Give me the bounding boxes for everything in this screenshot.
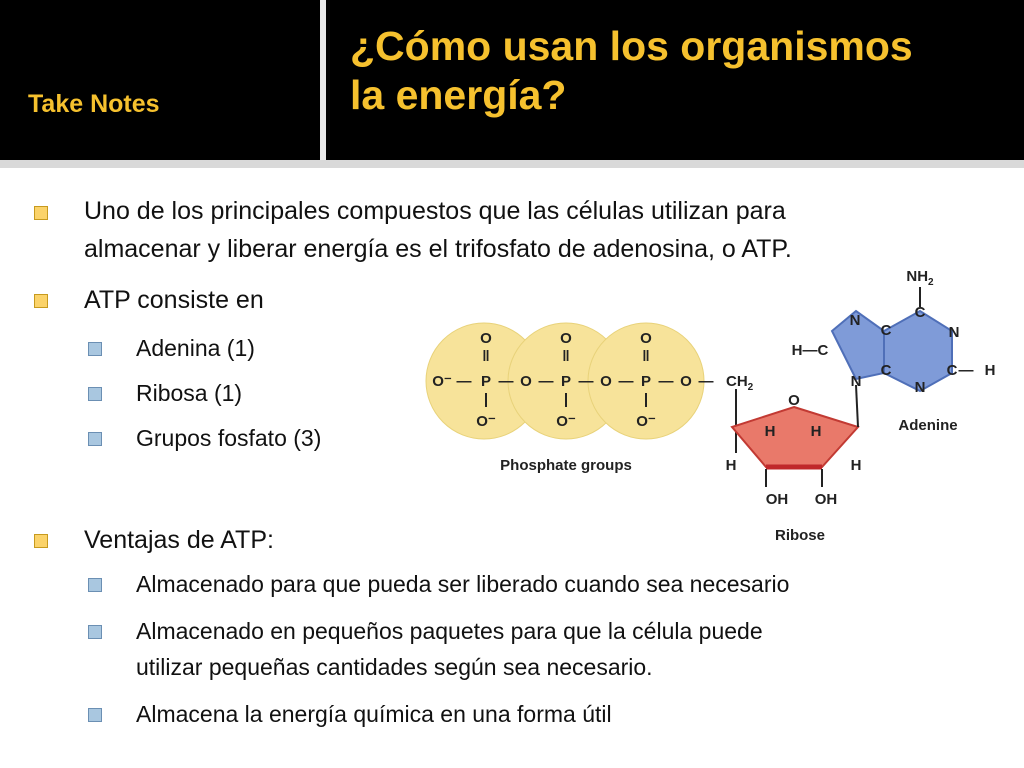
atom-o: O (560, 330, 572, 347)
atom-o: O (640, 330, 652, 347)
bullet-2-item-2: Ribosa (1) (136, 380, 243, 406)
atom-n: N (915, 379, 926, 396)
bond: — (619, 373, 634, 390)
ribose-label: Ribose (775, 527, 825, 544)
sub-bullet-box-icon (88, 625, 102, 639)
phosphate-circle-3 (587, 322, 705, 440)
atp-diagram: O ‖ O⁻ — P — O — O⁻ O ‖ P — O — O⁻ O ‖ P… (425, 268, 996, 544)
atom-c: C (915, 304, 926, 321)
atom-o-minus: O⁻ (476, 413, 496, 430)
adenine-label: Adenine (898, 417, 957, 434)
sub-bullet-box-icon (88, 432, 102, 446)
header-rule (0, 160, 1024, 168)
bond: — (499, 373, 514, 390)
atom-oh: OH (815, 491, 838, 508)
slide-title: ¿Cómo usan los organismos la energía? (350, 22, 1010, 120)
atom-h: H (851, 457, 862, 474)
bullet-box-icon (34, 294, 48, 308)
bullet-2: ATP consiste en (84, 286, 264, 314)
bond: — (659, 373, 674, 390)
atom-n: N (949, 324, 960, 341)
adenine-six-ring (883, 309, 953, 393)
header-left-panel (0, 0, 320, 160)
phosphate-groups-label: Phosphate groups (500, 457, 632, 474)
bond: — (959, 362, 974, 379)
double-bond: ‖ (482, 348, 489, 365)
sub-bullet-box-icon (88, 708, 102, 722)
atom-o-minus: O⁻ (636, 413, 656, 430)
bond: — (699, 373, 714, 390)
atom-o-minus: O⁻ (432, 373, 452, 390)
atom-n: N (851, 373, 862, 390)
phosphate-group-circles (425, 322, 705, 440)
header-right-panel (326, 0, 1024, 160)
atom-o-minus: O⁻ (556, 413, 576, 430)
sub-bullet-box-icon (88, 578, 102, 592)
atom-ch2: CH2 (726, 373, 754, 393)
bond: — (539, 373, 554, 390)
atom-h-c: H—C (792, 342, 829, 359)
atom-p: P (641, 373, 651, 390)
atom-o: O (680, 373, 692, 390)
ribose-ring (730, 405, 860, 468)
atom-o: O (480, 330, 492, 347)
glycosidic-bond (855, 384, 859, 428)
atom-h: H (765, 423, 776, 440)
atom-oh: OH (766, 491, 789, 508)
title-line-1: ¿Cómo usan los organismos (350, 23, 913, 69)
atom-p: P (561, 373, 571, 390)
atom-nh2: NH2 (906, 268, 934, 288)
adenine-five-ring (830, 309, 885, 381)
bullet-1-line-2: almacenar y liberar energía es el trifos… (84, 235, 792, 263)
content-area (0, 168, 1024, 768)
bullet-3-item-1: Almacenado para que pueda ser liberado c… (136, 571, 790, 597)
title-line-2: la energía? (350, 72, 567, 118)
bullet-2-item-3: Grupos fosfato (3) (136, 425, 322, 451)
sub-bullet-box-icon (88, 387, 102, 401)
atom-p: P (481, 373, 491, 390)
atom-n: N (850, 312, 861, 329)
bullet-box-icon (34, 206, 48, 220)
bullet-3-item-2: Almacenado en pequeños paquetes para que… (136, 618, 763, 644)
bullet-2-item-1: Adenina (1) (136, 335, 255, 361)
bond: — (579, 373, 594, 390)
bullet-box-icon (34, 534, 48, 548)
atom-o: O (600, 373, 612, 390)
atom-c: C (881, 362, 892, 379)
header-divider (320, 0, 326, 160)
bond: — (457, 373, 472, 390)
atom-o: O (520, 373, 532, 390)
bullet-1-line-1: Uno de los principales compuestos que la… (84, 197, 786, 225)
atom-o: O (788, 392, 800, 409)
atom-c: C (881, 322, 892, 339)
atom-h: H (811, 423, 822, 440)
bullet-3: Ventajas de ATP: (84, 526, 274, 554)
double-bond: ‖ (562, 348, 569, 365)
atom-h: H (985, 362, 996, 379)
bullet-3-item-3: Almacena la energía química en una forma… (136, 701, 612, 727)
sub-bullet-box-icon (88, 342, 102, 356)
section-label: Take Notes (28, 90, 160, 118)
double-bond: ‖ (642, 348, 649, 365)
atom-c: C (947, 362, 958, 379)
bullet-3-item-2-cont: utilizar pequeñas cantidades según sea n… (136, 654, 653, 680)
atom-h: H (726, 457, 737, 474)
